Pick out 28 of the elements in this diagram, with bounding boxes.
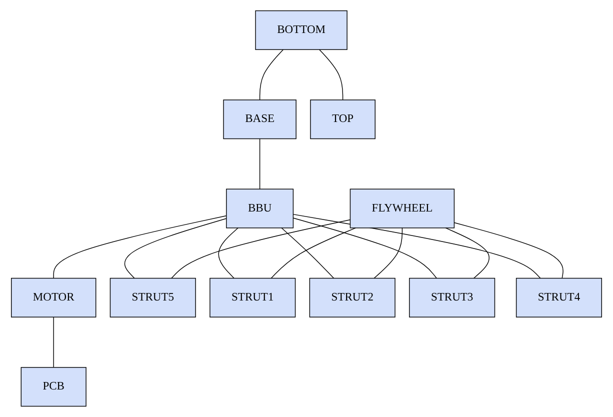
node-box [11, 278, 96, 318]
connector [53, 215, 227, 279]
node-box [516, 278, 602, 318]
node-box [409, 278, 496, 318]
connector [53, 316, 54, 368]
dependency-graph: BOTTOM BASE TOP BBU FLYWHEEL MOTOR STRUT5 STRUT1 STRUT2 STRUT3 STRUT4 PCB [5, 5, 608, 412]
connector [281, 228, 334, 279]
connector [445, 228, 490, 279]
node-box [210, 278, 296, 318]
connector [292, 214, 541, 279]
node-box [223, 100, 296, 140]
connector [171, 219, 351, 279]
connector [292, 218, 437, 279]
connector [259, 138, 260, 190]
connector [319, 49, 344, 100]
connector [374, 228, 403, 279]
connector [259, 49, 284, 100]
connector [454, 222, 564, 279]
connector [218, 228, 238, 279]
connector [270, 228, 356, 279]
node-box [255, 10, 348, 50]
node-box [350, 188, 455, 228]
node-box [110, 278, 196, 318]
node-box [20, 367, 86, 407]
node-box [226, 188, 294, 228]
connector [124, 218, 227, 279]
node-box [310, 100, 376, 140]
node-box [309, 278, 396, 318]
